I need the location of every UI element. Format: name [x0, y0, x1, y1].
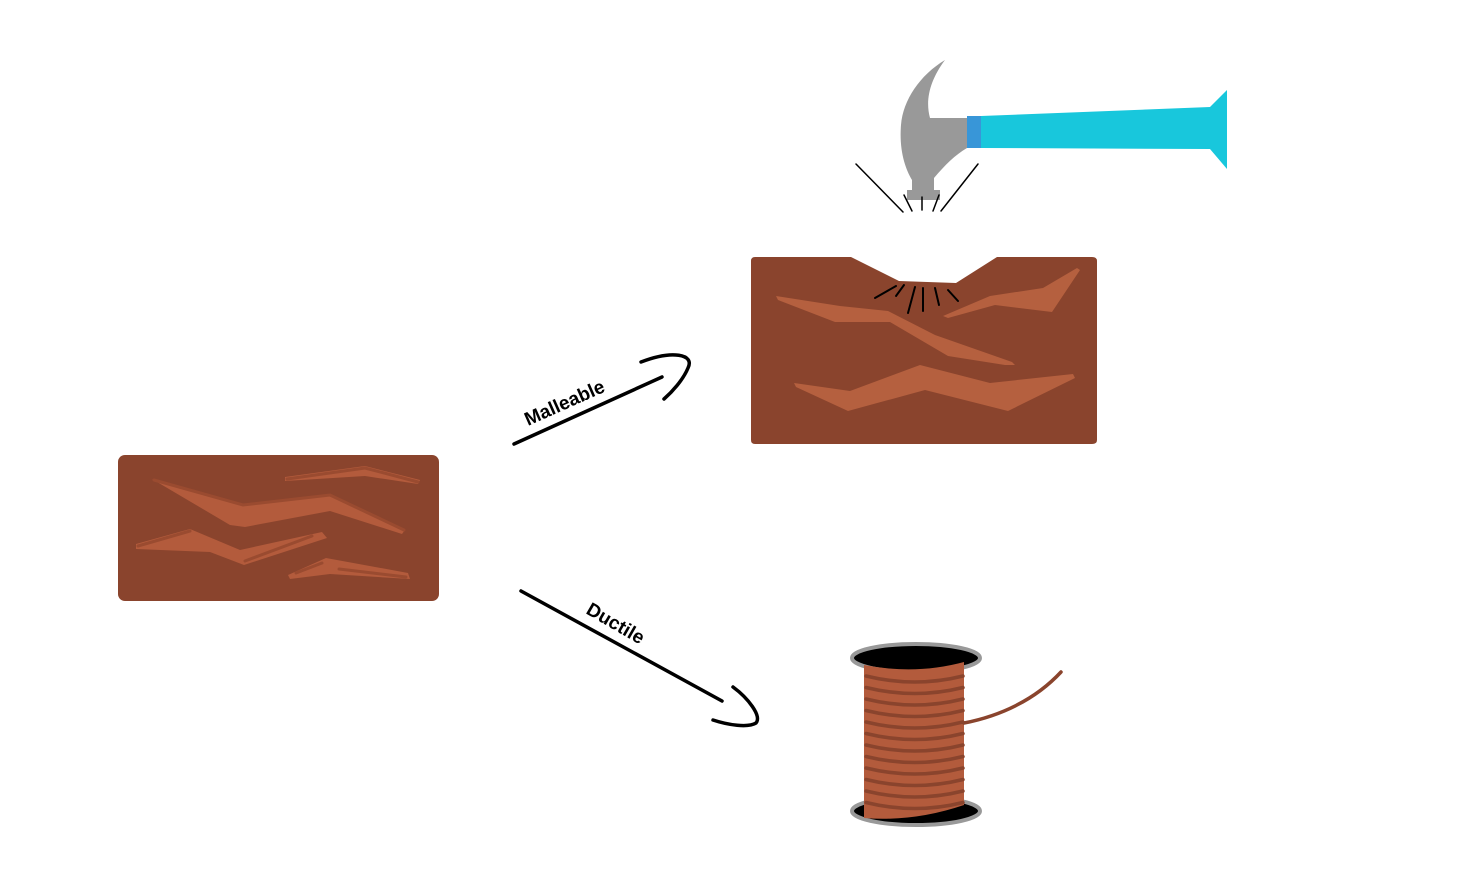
malleable-arrow: Malleable [512, 353, 691, 446]
hammer-head [900, 60, 967, 200]
spool-winding [864, 754, 965, 765]
strike-line [940, 163, 979, 212]
streak [794, 365, 1075, 411]
spool-winding [864, 766, 965, 776]
spool-winding [864, 800, 965, 811]
spool-winding [864, 777, 965, 788]
loose-wire [962, 670, 1063, 725]
grain-line [294, 561, 324, 575]
dented-block-body [751, 257, 1097, 444]
streak [943, 268, 1080, 318]
spool-winding [864, 685, 965, 696]
spool-winding [864, 720, 965, 730]
streak [136, 529, 327, 565]
strike-line [903, 194, 913, 212]
hammered-copper [751, 257, 1097, 444]
hammer-collar [967, 116, 981, 148]
strike-line [932, 194, 940, 212]
impact-marks [874, 284, 959, 314]
grain-line [136, 529, 192, 548]
copper-block [118, 455, 439, 601]
impact-mark [907, 286, 916, 314]
grain-line [243, 534, 314, 563]
impact-mark [934, 287, 940, 306]
hammer-icon [855, 60, 1227, 213]
strike-line [855, 163, 904, 213]
spool-winding [864, 708, 965, 719]
impact-mark [895, 284, 905, 297]
spool-winding [864, 731, 965, 742]
dented-block-streaks [776, 268, 1080, 411]
copper-wire-spool [850, 642, 1063, 827]
ductile-arrowhead [711, 685, 760, 728]
grain-line [337, 567, 408, 579]
spool-winding [864, 674, 965, 684]
hammer-grip [981, 90, 1227, 169]
streak [285, 466, 420, 484]
grain-line [285, 466, 420, 484]
spool-winding [864, 789, 965, 799]
ductile-arrow: Ductile [519, 589, 760, 728]
ductile-arrow-shaft [519, 589, 724, 703]
spool-windings [864, 674, 965, 811]
impact-mark [874, 285, 897, 299]
impact-mark [947, 289, 959, 302]
copper-block-grain-lines [136, 466, 420, 579]
streak [776, 296, 1015, 365]
malleable-arrow-shaft [512, 375, 664, 446]
grain-line [152, 478, 406, 532]
spool-winding [864, 743, 965, 753]
malleable-arrowhead [639, 353, 691, 401]
strike-lines [855, 163, 979, 213]
spool-winding [864, 697, 965, 707]
streak [152, 479, 405, 534]
